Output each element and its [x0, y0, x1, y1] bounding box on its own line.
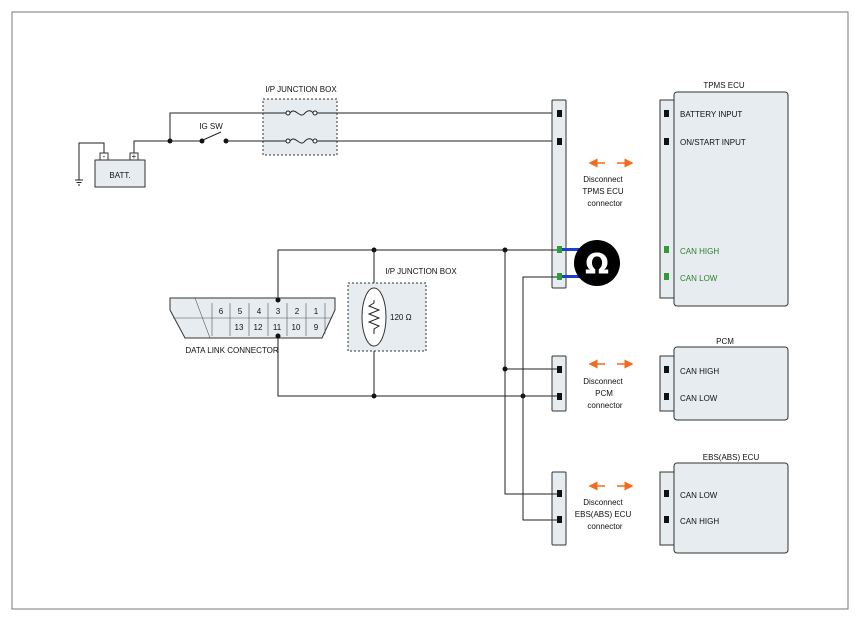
- ip-junction-box-resistor: I/P JUNCTION BOX 120 Ω: [347, 267, 457, 352]
- ebs-pin-label: CAN LOW: [680, 491, 718, 500]
- data-link-connector: 6 5 4 3 2 1 13 12 11 10 9 DATA LINK CONN…: [169, 297, 336, 355]
- disconnect-label: Disconnect: [583, 377, 623, 386]
- dlc-pin-label: 12: [254, 323, 263, 332]
- ebs-title: EBS(ABS) ECU: [703, 453, 760, 462]
- dlc-pin-label: 1: [314, 307, 319, 316]
- pcm-harness-connector: [551, 355, 567, 412]
- dlc-pin-label: 2: [295, 307, 300, 316]
- ohm-icon: Ω: [585, 248, 609, 281]
- disconnect-label: Disconnect: [583, 498, 623, 507]
- ground-icon: [75, 142, 105, 186]
- dlc-label: DATA LINK CONNECTOR: [185, 346, 279, 355]
- tpms-pin-label: ON/START INPUT: [680, 138, 746, 147]
- disconnect-label: PCM: [595, 389, 613, 398]
- tpms-pin-label: CAN LOW: [680, 274, 718, 283]
- ebs-abs-ecu: EBS(ABS) ECU CAN LOW CAN HIGH: [659, 453, 789, 554]
- ip-junction-top-label: I/P JUNCTION BOX: [265, 85, 337, 94]
- can-high-bus: [277, 249, 557, 300]
- resistor-icon: [367, 300, 381, 334]
- dlc-pin-label: 5: [238, 307, 243, 316]
- dlc-pin-label: 13: [235, 323, 244, 332]
- dlc-pin-label: 6: [219, 307, 224, 316]
- disconnect-label: Disconnect: [583, 175, 623, 184]
- battery: - + BATT.: [94, 152, 146, 188]
- outer-frame: [11, 11, 849, 610]
- ebs-pin-label: CAN HIGH: [680, 517, 719, 526]
- tpms-pin-label: BATTERY INPUT: [680, 110, 742, 119]
- fuse-icon: [289, 110, 314, 116]
- tpms-ecu: TPMS ECU BATTERY INPUT ON/START INPUT CA…: [659, 81, 789, 307]
- pcm-pin-label: CAN HIGH: [680, 367, 719, 376]
- dlc-pin-label: 3: [276, 307, 281, 316]
- can-low-bus: [277, 336, 523, 397]
- disconnect-label: connector: [587, 522, 622, 531]
- disconnect-label: connector: [587, 199, 622, 208]
- dlc-pin-label: 9: [314, 323, 319, 332]
- tpms-harness-connector: [551, 99, 567, 289]
- disconnect-label: TPMS ECU: [582, 187, 624, 196]
- dlc-pin-label: 4: [257, 307, 262, 316]
- ohmmeter: Ω: [562, 240, 620, 286]
- battery-positive-label: +: [132, 152, 137, 161]
- disconnect-label: connector: [587, 401, 622, 410]
- tpms-title: TPMS ECU: [703, 81, 745, 90]
- ig-switch-label: IG SW: [199, 122, 223, 131]
- ig-switch: IG SW: [170, 122, 265, 144]
- disconnect-label: EBS(ABS) ECU: [575, 510, 632, 519]
- tpms-pin-label: CAN HIGH: [680, 247, 719, 256]
- ebs-harness-connector: [551, 471, 567, 546]
- ip-junction-mid-label: I/P JUNCTION BOX: [385, 267, 457, 276]
- ip-junction-box-fuses: I/P JUNCTION BOX: [262, 85, 338, 156]
- battery-positive-wire: [133, 140, 170, 153]
- fuse-icon: [289, 138, 314, 144]
- dlc-pin-label: 10: [292, 323, 301, 332]
- pcm: PCM CAN HIGH CAN LOW: [659, 337, 789, 421]
- pcm-pin-label: CAN LOW: [680, 394, 718, 403]
- pcm-title: PCM: [716, 337, 734, 346]
- battery-label: BATT.: [109, 171, 130, 180]
- battery-to-junction-wire: [169, 112, 265, 141]
- dlc-pin-label: 11: [273, 323, 282, 332]
- resistor-value: 120 Ω: [390, 313, 412, 322]
- battery-negative-label: -: [103, 152, 106, 161]
